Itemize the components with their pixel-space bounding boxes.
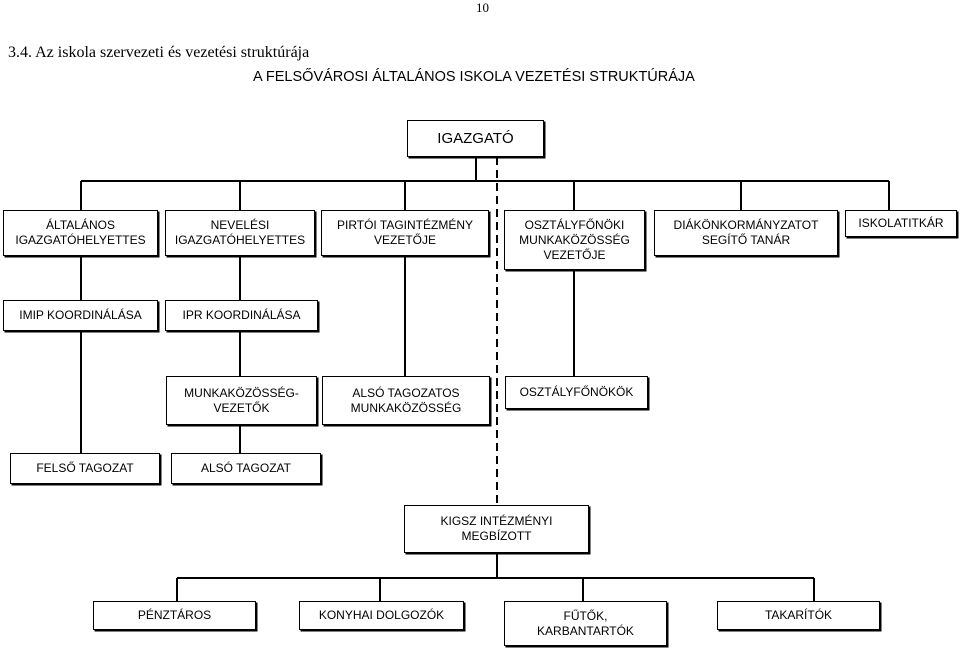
box-futok-karbantartok: FŰTŐK, KARBANTARTÓK bbox=[504, 601, 667, 646]
box-diakonkormanyzatot-segito-tanar: DIÁKÖNKORMÁNYZATOT SEGÍTŐ TANÁR bbox=[654, 210, 838, 256]
box-osztalyfonokok: OSZTÁLYFŐNÖKÖK bbox=[505, 376, 648, 409]
page-number: 10 bbox=[476, 0, 489, 15]
box-konyhai-dolgozok: KONYHAI DOLGOZÓK bbox=[299, 601, 464, 630]
box-munkakozosseg-vezetok: MUNKAKÖZÖSSÉG- VEZETŐK bbox=[166, 376, 317, 425]
box-iskolatitkar: ISKOLATITKÁR bbox=[845, 210, 957, 237]
box-penztaros: PÉNZTÁROS bbox=[93, 601, 256, 630]
box-also-tagozatos-munkakozosseg: ALSÓ TAGOZATOS MUNKAKÖZÖSSÉG bbox=[322, 376, 490, 425]
diagram-title: A FELSŐVÁROSI ÁLTALÁNOS ISKOLA VEZETÉSI … bbox=[253, 69, 695, 85]
section-heading: 3.4. Az iskola szervezeti és vezetési st… bbox=[8, 44, 310, 61]
box-osztalyfonoki-munkakozosseg-vezetoje: OSZTÁLYFŐNÖKI MUNKAKÖZÖSSÉG VEZETŐJE bbox=[504, 210, 645, 270]
box-altalanos-igazgatohelyettes: ÁLTALÁNOS IGAZGATÓHELYETTES bbox=[3, 210, 158, 256]
box-felso-tagozat: FELSŐ TAGOZAT bbox=[10, 453, 160, 484]
box-pirtoi-tagintezmeny-vezetoje: PIRTÓI TAGINTÉZMÉNY VEZETŐJE bbox=[321, 210, 489, 256]
box-takaritok: TAKARÍTÓK bbox=[717, 601, 880, 630]
box-ipr-koordinalasa: IPR KOORDINÁLÁSA bbox=[165, 300, 318, 331]
box-nevelesi-igazgatohelyettes: NEVELÉSI IGAZGATÓHELYETTES bbox=[165, 210, 315, 256]
box-imip-koordinalasa: IMIP KOORDINÁLÁSA bbox=[3, 300, 158, 331]
box-igazgato: IGAZGATÓ bbox=[407, 120, 544, 157]
box-kigsz-intezmenyi-megbizott: KIGSZ INTÉZMÉNYI MEGBÍZOTT bbox=[404, 505, 589, 553]
box-also-tagozat: ALSÓ TAGOZAT bbox=[171, 453, 321, 484]
